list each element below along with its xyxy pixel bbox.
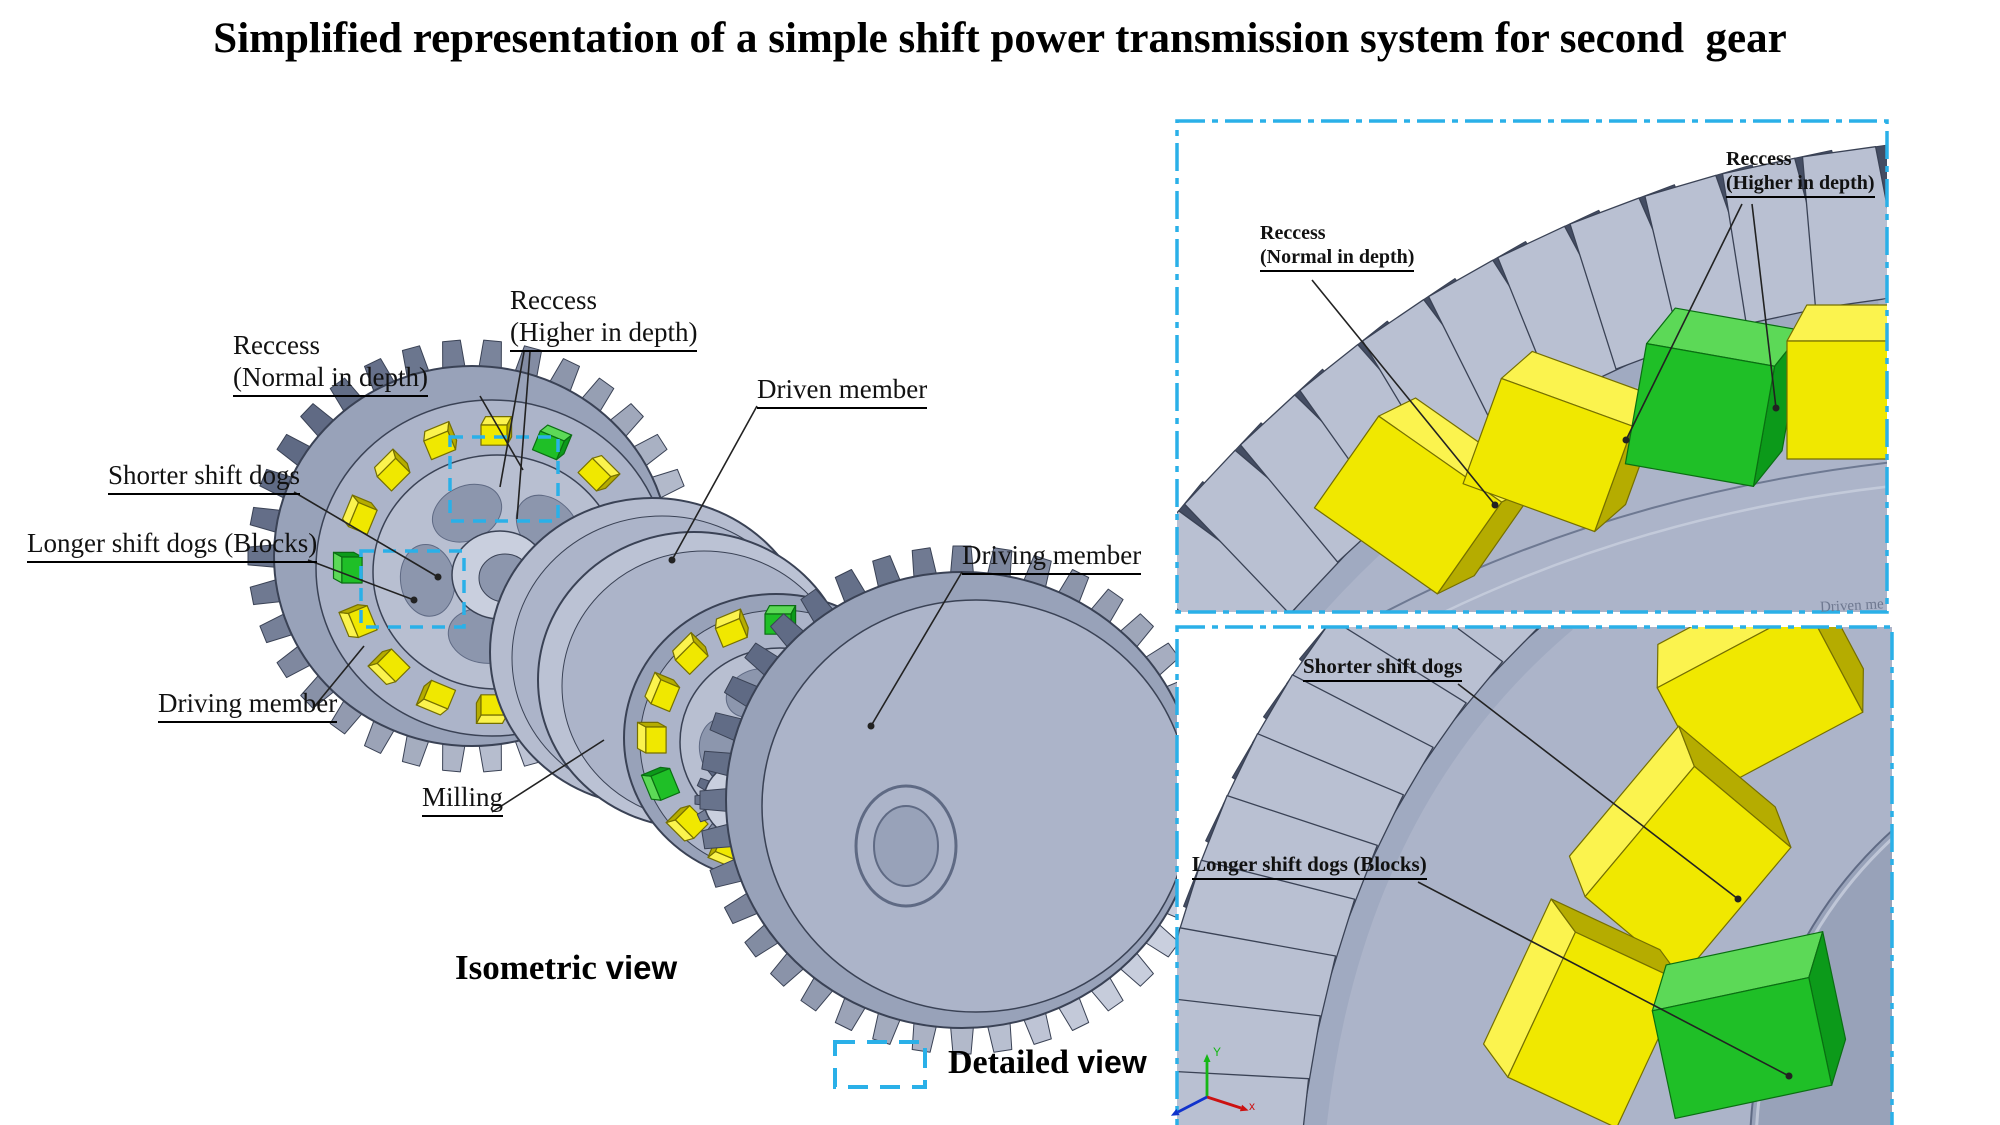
label-text: Shorter shift dogs (108, 460, 300, 495)
shift-dog (415, 679, 457, 716)
label-detail-reccess-higher: Reccess(Higher in depth) (1726, 148, 1875, 199)
detail-view-bottom-border (1175, 625, 1894, 1125)
shift-dog (341, 494, 378, 535)
leader-lines (293, 203, 1793, 1080)
leader-line (479, 395, 524, 471)
isometric-view-caption: Isometric view (455, 948, 678, 987)
label-detail-shorter-shift-dogs: Shorter shift dogs (1303, 654, 1463, 682)
label-driven-member: Driven member (757, 374, 928, 409)
shift-dog (1482, 898, 1685, 1125)
leader-line (1457, 683, 1739, 900)
detail-view-bottom (1177, 627, 1892, 1125)
shift-dog (423, 420, 458, 461)
shift-dog (1568, 725, 1792, 979)
shift-dog (644, 671, 681, 713)
label-text: (Higher in depth) (1726, 172, 1875, 199)
label-reccess-higher: Reccess(Higher in depth) (510, 285, 698, 352)
detailed-view-legend-swatch (833, 1040, 927, 1089)
leader-line (1625, 203, 1743, 441)
leader-dot (434, 573, 442, 581)
shift-dog (1786, 304, 1887, 460)
detail-view-top (1177, 121, 1887, 612)
axis-triad-icon: Yx (1170, 1045, 1255, 1116)
leader-dot (1772, 404, 1780, 412)
label-driving-member-left: Driving member (158, 688, 338, 723)
label-text: Driven member (757, 374, 928, 409)
leader-dot (1785, 1072, 1793, 1080)
leader-line (293, 491, 439, 578)
shift-dog (338, 604, 378, 639)
shift-dog (367, 648, 411, 686)
shift-dog (640, 766, 681, 801)
leader-line (499, 351, 525, 488)
label-text: Milling (422, 782, 504, 817)
detail-selection-box-bottom (359, 549, 466, 629)
label-milling: Milling (422, 782, 504, 817)
shift-dog (636, 721, 667, 754)
label-text: Reccess (510, 285, 597, 315)
leader-line (1417, 881, 1790, 1077)
leader-dot (410, 596, 418, 604)
shift-dog (672, 631, 709, 675)
leader-dot (1734, 895, 1742, 903)
leader-line (1751, 203, 1777, 409)
leader-line (491, 739, 605, 813)
detailed-view-caption: Detailed view (948, 1044, 1147, 1081)
axis-x-label: x (1249, 1099, 1255, 1113)
leader-dot (1491, 501, 1499, 509)
label-reccess-normal: Reccess(Normal in depth) (233, 330, 428, 397)
shift-dog (714, 608, 749, 648)
clipped-driven-member-text: Driven me (1819, 596, 1885, 616)
leader-line (313, 645, 365, 708)
shift-dog (577, 454, 621, 492)
detail-view-top-border (1175, 119, 1889, 614)
leader-line (870, 571, 963, 727)
label-text: Longer shift dogs (Blocks) (1192, 852, 1427, 880)
leader-dot (668, 556, 676, 564)
label-text: (Higher in depth) (510, 317, 698, 352)
label-shorter-shift-dogs: Shorter shift dogs (108, 460, 300, 495)
label-detail-longer-shift-dogs: Longer shift dogs (Blocks) (1192, 852, 1427, 880)
label-text: Reccess (1260, 222, 1326, 244)
shift-dog (373, 448, 411, 492)
shift-dog (332, 551, 363, 584)
leader-line (671, 405, 758, 561)
label-longer-shift-dogs: Longer shift dogs (Blocks) (27, 528, 318, 563)
leader-line (307, 559, 415, 601)
shift-dog (1462, 350, 1665, 533)
isometric-assembly (247, 339, 1225, 1055)
label-text: Reccess (233, 330, 320, 360)
axis-y-label: Y (1213, 1045, 1221, 1059)
figure-title: Simplified representation of a simple sh… (213, 15, 1787, 62)
label-text: (Normal in depth) (233, 362, 428, 397)
label-text: (Normal in depth) (1260, 246, 1415, 273)
shift-dog (1651, 931, 1847, 1120)
leader-line (1311, 279, 1496, 506)
leader-dot (867, 722, 875, 730)
leader-dot (1622, 436, 1630, 444)
label-text: Driving member (962, 540, 1142, 575)
leader-line (516, 351, 531, 520)
label-text: Shorter shift dogs (1303, 654, 1463, 682)
label-text: Reccess (1726, 148, 1792, 170)
label-detail-reccess-normal: Reccess(Normal in depth) (1260, 222, 1415, 273)
shift-dog (665, 805, 709, 842)
label-text: Longer shift dogs (Blocks) (27, 528, 318, 563)
label-driving-member-right: Driving member (962, 540, 1142, 575)
label-text: Driving member (158, 688, 338, 723)
